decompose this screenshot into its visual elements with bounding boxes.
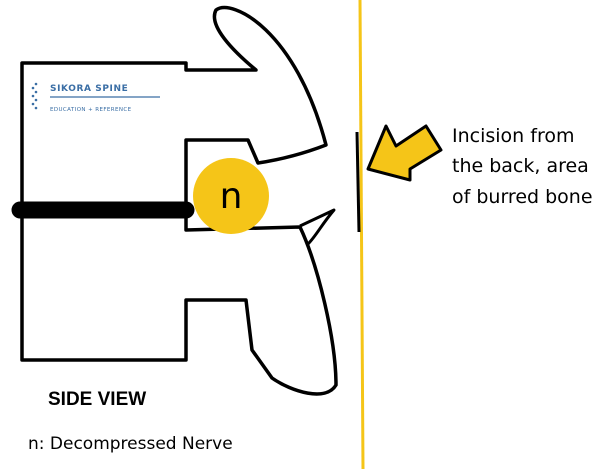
callout-text: Incision from the back, area of burred b…: [452, 125, 593, 208]
nerve-circle: [193, 158, 269, 234]
sikora-spine-logo: SIKORA SPINE EDUCATION + REFERENCE: [31, 82, 160, 113]
callout-line: of burred bone: [452, 186, 593, 208]
incision-line: [358, 0, 365, 469]
logo-mark-icon: [31, 82, 38, 110]
nerve-letter: n: [220, 176, 243, 217]
facet-spike: [299, 208, 336, 246]
vertebra-outline: [20, 5, 338, 396]
callout-line: the back, area: [452, 155, 589, 177]
logo-subtitle: EDUCATION + REFERENCE: [50, 107, 132, 113]
incision-mark: [355, 131, 361, 233]
logo-title: SIKORA SPINE: [50, 84, 128, 94]
arrow-icon: [366, 124, 443, 182]
legend-text: n: Decompressed Nerve: [28, 434, 233, 454]
callout-line: Incision from: [452, 125, 574, 147]
side-view-label: SIDE VIEW: [48, 389, 146, 410]
